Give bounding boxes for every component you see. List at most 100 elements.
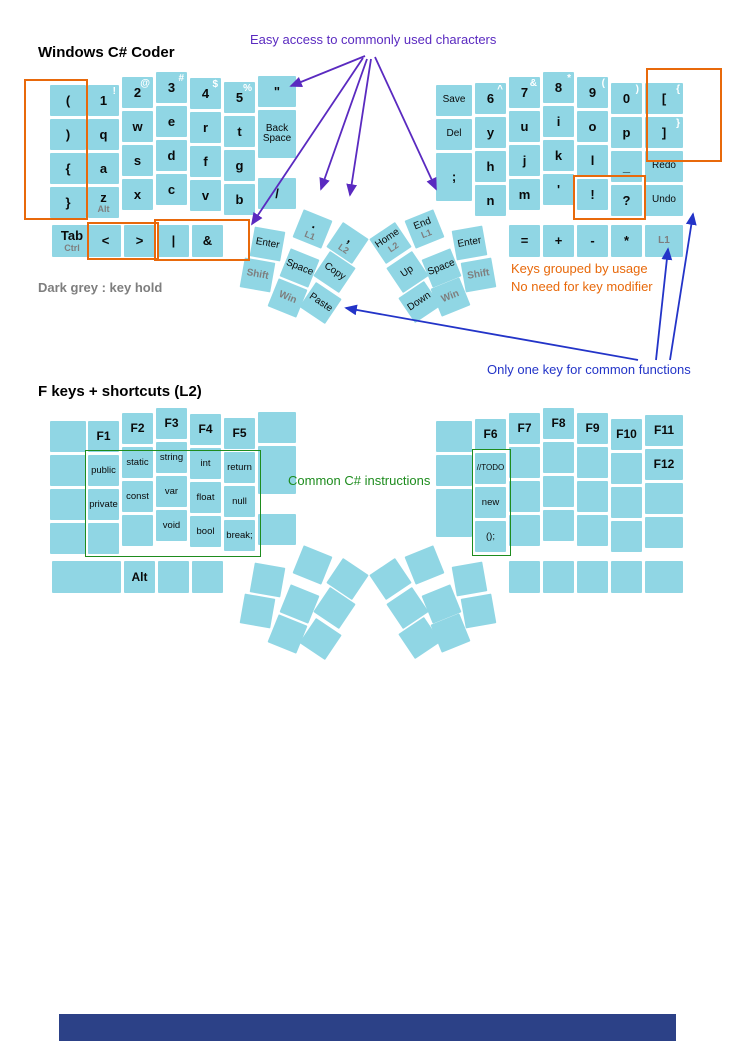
key-: (); (475, 521, 506, 552)
key-: ( (50, 85, 86, 116)
annotation-keys-grouped-line1: Keys grouped by usage (511, 261, 648, 276)
key-i: i (543, 106, 574, 137)
key-f5: F5 (224, 418, 255, 449)
key-blank (292, 545, 333, 585)
key-blank (404, 545, 445, 585)
key-break: break; (224, 520, 255, 551)
key-f7: F7 (509, 413, 540, 444)
key-2: 2@ (122, 77, 153, 108)
key-blank (258, 412, 296, 443)
one-key-arrow-paste (344, 304, 639, 361)
key-: } (50, 187, 86, 218)
key-alt: Alt (124, 561, 155, 593)
key-del: Del (436, 119, 472, 150)
key-blank (249, 562, 286, 598)
key-f8: F8 (543, 408, 574, 439)
key-a: a (88, 153, 119, 184)
key-blank (611, 561, 642, 593)
key-blank (88, 523, 119, 554)
key-: & (192, 225, 223, 257)
key-: _ (611, 151, 642, 182)
annotation-key-hold-legend: Dark grey : key hold (38, 280, 163, 295)
key-v: v (190, 180, 221, 211)
key-x: x (122, 179, 153, 210)
key-k: k (543, 140, 574, 171)
key-int: int (190, 448, 221, 479)
annotation-keys-grouped: Keys grouped by usage No need for key mo… (511, 260, 653, 296)
key-blank (50, 489, 86, 520)
key-blank (509, 481, 540, 512)
key-q: q (88, 119, 119, 150)
key-b: b (224, 184, 255, 215)
key-l: l (577, 145, 608, 176)
key-f: f (190, 146, 221, 177)
key-f12: F12 (645, 449, 683, 480)
layer1-title: Windows C# Coder (38, 44, 175, 61)
key-: / (258, 178, 296, 209)
key-7: 7& (509, 77, 540, 108)
key-: = (509, 225, 540, 257)
key-o: o (577, 111, 608, 142)
key-blank (50, 455, 86, 486)
key-blank (509, 447, 540, 478)
key-new: new (475, 487, 506, 518)
key-blank (543, 476, 574, 507)
key-string: string (156, 442, 187, 473)
key-private: private (88, 489, 119, 520)
key-f11: F11 (645, 415, 683, 446)
key-9: 9( (577, 77, 608, 108)
key-blank (436, 489, 472, 537)
key-blank (509, 561, 540, 593)
key-: [{ (645, 83, 683, 114)
key-e: e (156, 106, 187, 137)
key-y: y (475, 117, 506, 148)
easy-access-arrow-3 (319, 58, 368, 191)
key-6: 6^ (475, 83, 506, 114)
key-: ? (611, 185, 642, 216)
key-: ; (436, 153, 472, 201)
key-back-space: Back Space (258, 110, 296, 158)
key-f6: F6 (475, 419, 506, 450)
key-blank (436, 421, 472, 452)
key-blank (645, 517, 683, 548)
layer2-title: F keys + shortcuts (L2) (38, 383, 202, 400)
key-blank (258, 446, 296, 494)
annotation-easy-access: Easy access to commonly used characters (250, 32, 497, 47)
key-8: 8* (543, 72, 574, 103)
easy-access-arrow-5 (374, 56, 437, 191)
key-s: s (122, 145, 153, 176)
key-f10: F10 (611, 419, 642, 450)
key-d: d (156, 140, 187, 171)
key-blank (436, 455, 472, 486)
key-blank (158, 561, 189, 593)
key-blank (611, 521, 642, 552)
key-: .L1 (292, 209, 333, 249)
key-n: n (475, 185, 506, 216)
key-: * (611, 225, 642, 257)
key-: - (577, 225, 608, 257)
key-blank (577, 481, 608, 512)
key-h: h (475, 151, 506, 182)
key-: ) (50, 119, 86, 150)
key-1: 1! (88, 85, 119, 116)
key-: ]} (645, 117, 683, 148)
key-float: float (190, 482, 221, 513)
key-f2: F2 (122, 413, 153, 444)
key-f9: F9 (577, 413, 608, 444)
easy-access-arrow-4 (346, 58, 372, 197)
key-blank (50, 523, 86, 554)
key-public: public (88, 455, 119, 486)
key-blank (645, 561, 683, 593)
key-m: m (509, 179, 540, 210)
key-void: void (156, 510, 187, 541)
key-0: 0) (611, 83, 642, 114)
key-blank (611, 487, 642, 518)
key-null: null (224, 486, 255, 517)
key-: > (124, 225, 155, 257)
key-blank (577, 447, 608, 478)
key-blank (451, 561, 488, 597)
one-key-arrow-l1 (655, 247, 673, 361)
